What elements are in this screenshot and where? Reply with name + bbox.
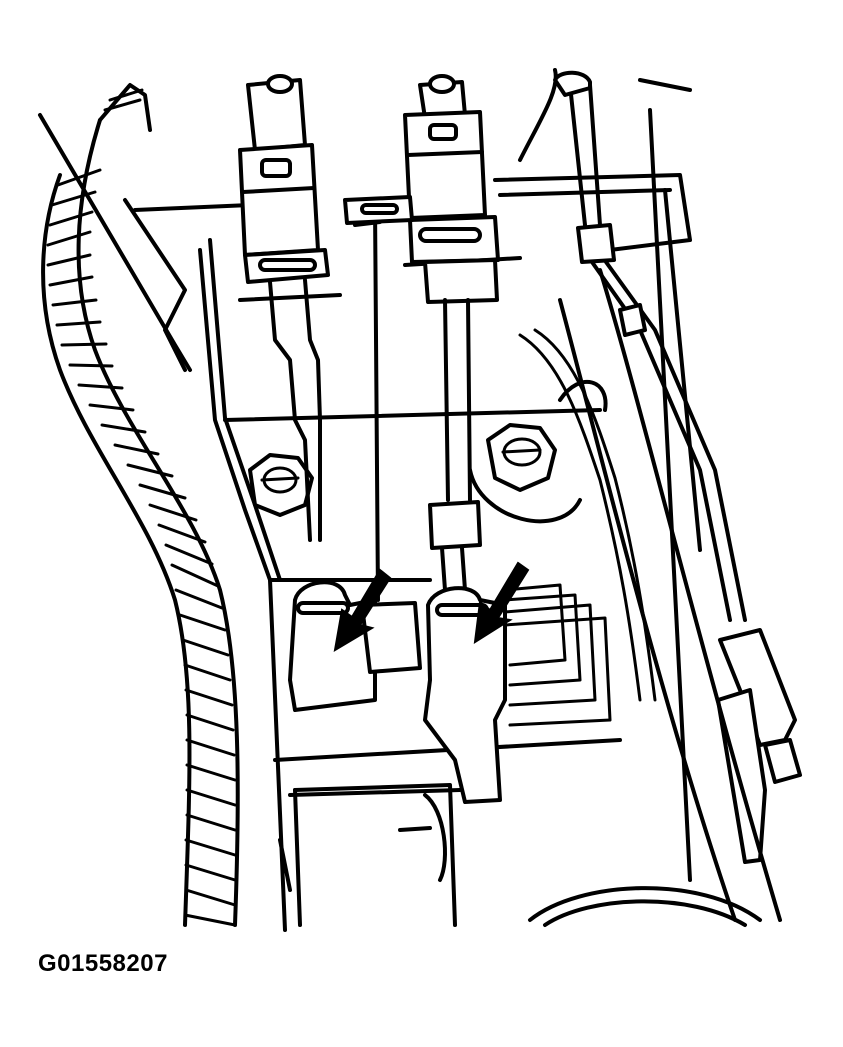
left-callout-arrow-icon (333, 568, 392, 652)
figure-id-label: G01558207 (38, 950, 168, 977)
right-callout-arrow-icon (473, 561, 530, 644)
lower-housing (278, 783, 762, 927)
right-switch-assembly (343, 74, 522, 804)
control-cable (518, 68, 802, 922)
left-mounting-nut (248, 453, 314, 517)
mounting-bracket (38, 108, 702, 932)
left-switch-assembly (238, 74, 422, 712)
right-mounting-nut (468, 379, 608, 524)
corrugated-wire-loom (41, 83, 240, 927)
